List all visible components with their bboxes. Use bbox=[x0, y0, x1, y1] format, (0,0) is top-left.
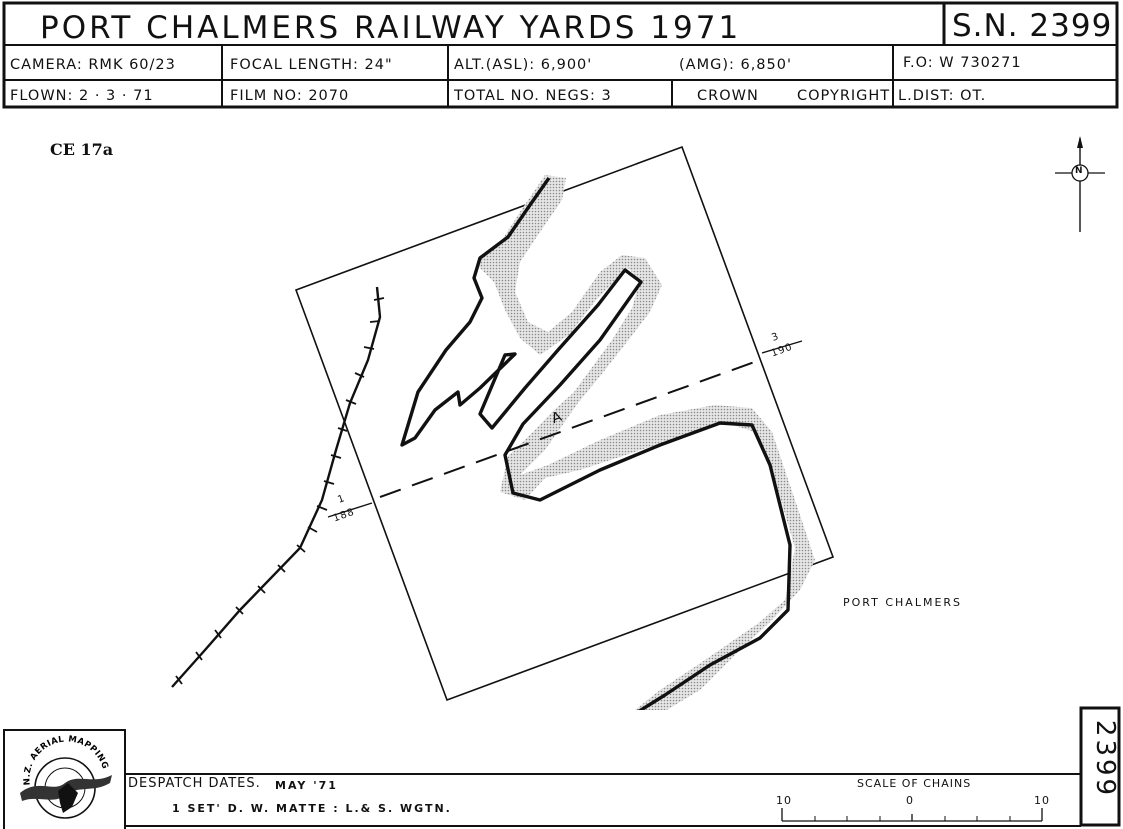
set-info: 1 SET' D. W. MATTE : L.& S. WGTN. bbox=[172, 802, 452, 815]
scale-label-left: 10 bbox=[776, 794, 792, 807]
sheet-code: CE 17a bbox=[50, 140, 114, 159]
shoreline-shading bbox=[476, 175, 815, 710]
camera-field: CAMERA: RMK 60/23 bbox=[10, 57, 176, 73]
north-label: N bbox=[1075, 166, 1083, 176]
north-arrow-icon bbox=[1055, 136, 1105, 232]
railway-line bbox=[171, 286, 382, 688]
scale-title: SCALE OF CHAINS bbox=[857, 777, 972, 790]
scale-bar bbox=[781, 808, 1043, 822]
focal-length-field: FOCAL LENGTH: 24" bbox=[230, 57, 393, 73]
side-number-tab: 2399 bbox=[1090, 712, 1120, 802]
side-number: 2399 bbox=[1090, 719, 1120, 799]
film-no-field: FILM NO: 2070 bbox=[230, 88, 350, 104]
altitude-asl-field: ALT.(ASL): 6,900' bbox=[454, 57, 593, 73]
crown-label: CROWN bbox=[697, 88, 759, 104]
land-district-field: L.DIST: OT. bbox=[898, 88, 987, 104]
company-logo: N.Z. AERIAL MAPPING LTD. bbox=[8, 733, 112, 819]
fo-field: F.O: W 730271 bbox=[903, 55, 1022, 71]
place-label: PORT CHALMERS bbox=[843, 596, 963, 609]
flight-plan-map bbox=[171, 136, 1105, 710]
total-negs-field: TOTAL NO. NEGS: 3 bbox=[454, 88, 612, 104]
scale-label-right: 10 bbox=[1034, 794, 1050, 807]
shoreline bbox=[400, 177, 792, 710]
railway-ties bbox=[175, 297, 385, 685]
survey-number: S.N. 2399 bbox=[952, 8, 1113, 44]
altitude-amg-field: (AMG): 6,850' bbox=[679, 57, 792, 73]
map-title: PORT CHALMERS RAILWAY YARDS 1971 bbox=[40, 10, 742, 46]
despatch-date: MAY '71 bbox=[275, 779, 338, 792]
scale-label-zero: 0 bbox=[906, 794, 914, 807]
photo-end-tick bbox=[761, 340, 803, 354]
copyright-label: COPYRIGHT bbox=[797, 88, 891, 104]
flown-field: FLOWN: 2 · 3 · 71 bbox=[10, 88, 154, 104]
despatch-label: DESPATCH DATES. bbox=[128, 776, 261, 791]
photo-start-tick bbox=[327, 502, 373, 518]
